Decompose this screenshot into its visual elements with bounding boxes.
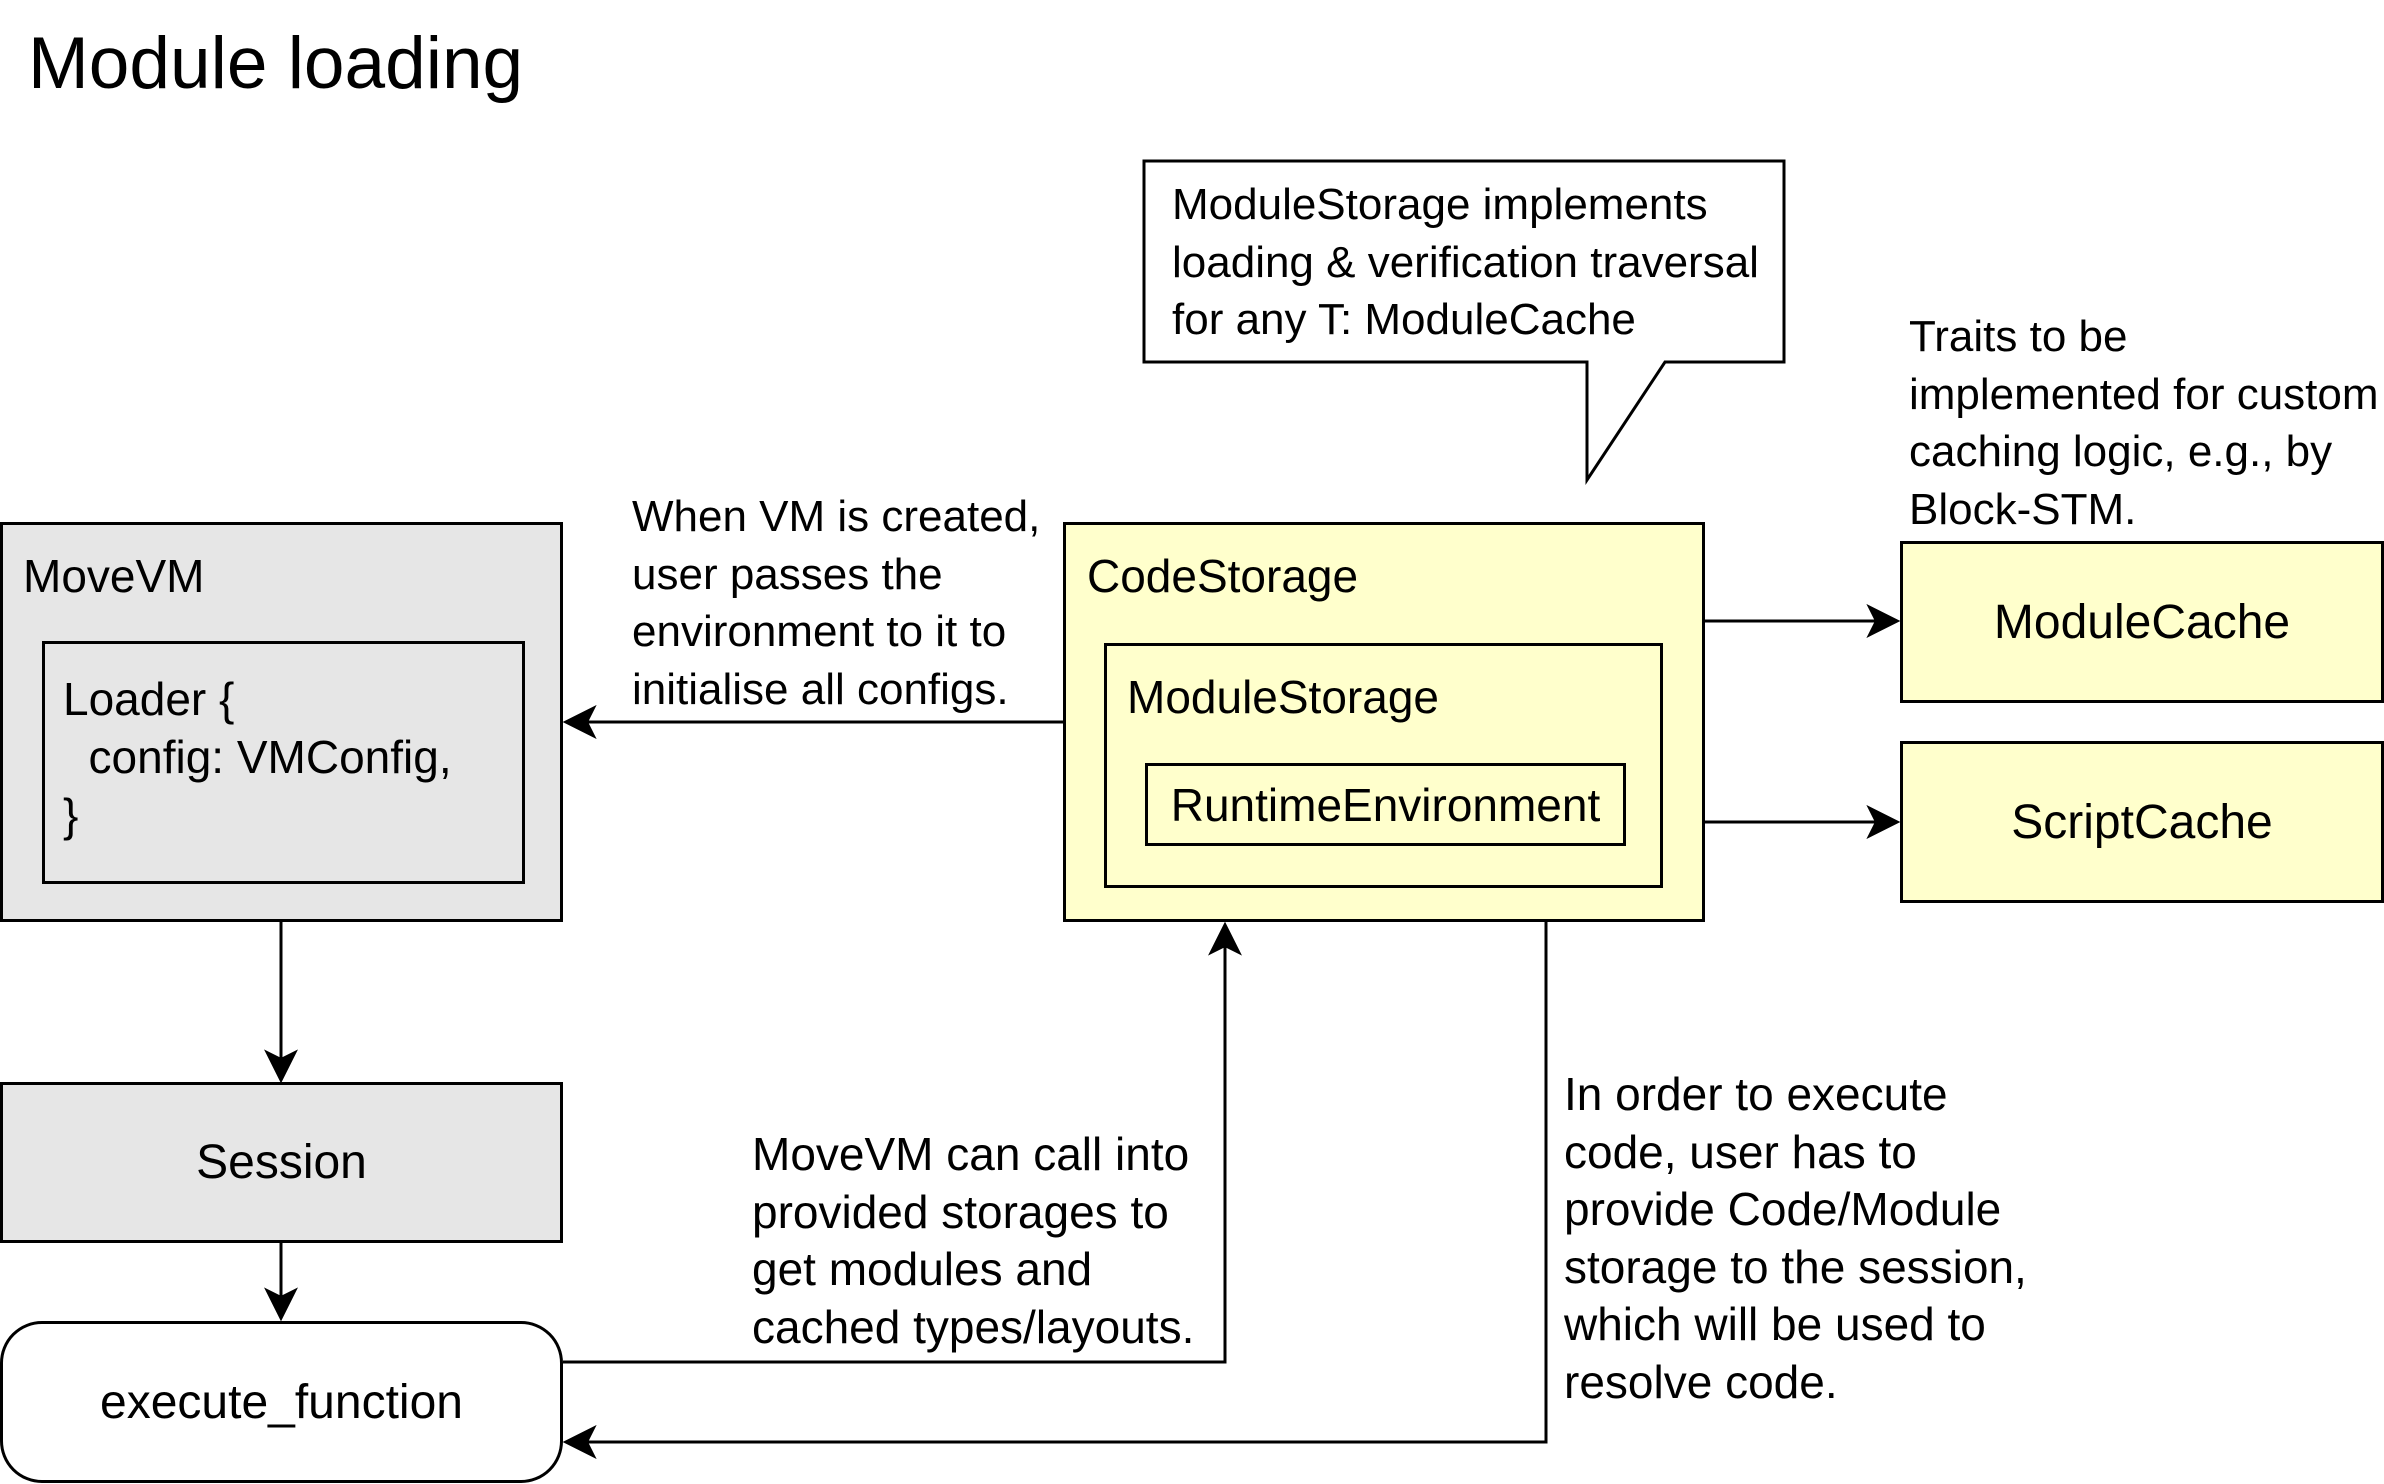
codestorage-label: CodeStorage [1087, 550, 1359, 602]
execute-order-line: storage to the session, [1564, 1240, 2027, 1293]
vm-created-line: initialise all configs. [632, 664, 1009, 714]
scriptcache-label: ScriptCache [2011, 795, 2273, 849]
movevm-call-note: MoveVM can call into provided storages t… [752, 1126, 1194, 1356]
arrow-execute-to-codestorage [563, 921, 1242, 1364]
arrow-codestorage-to-execute [562, 922, 1548, 1459]
execute-order-line: code, user has to [1564, 1125, 1917, 1178]
loader-line: } [63, 789, 79, 841]
vm-created-line: user passes the [632, 549, 943, 599]
traits-note: Traits to be implemented for custom cach… [1909, 308, 2379, 538]
movevm-call-line: MoveVM can call into [752, 1128, 1190, 1180]
vm-created-line: When VM is created, [632, 492, 1041, 541]
execute-order-line: In order to execute [1564, 1068, 1948, 1120]
modulecache-label: ModuleCache [1993, 595, 2291, 649]
runtime-environment-box: RuntimeEnvironment [1145, 763, 1626, 846]
modulestorage-label: ModuleStorage [1127, 671, 1439, 723]
modulecache-node: ModuleCache [1900, 541, 2384, 703]
loader-code: Loader { config: VMConfig, } [63, 670, 452, 844]
diagram-title: Module loading [28, 23, 524, 104]
execute-function-label: execute_function [100, 1375, 463, 1429]
movevm-node: MoveVM Loader { config: VMConfig, } [0, 522, 563, 922]
callout-line: ModuleStorage implements [1172, 180, 1708, 229]
loader-line: Loader { [63, 673, 235, 725]
scriptcache-node: ScriptCache [1900, 741, 2384, 903]
execute-order-note: In order to execute code, user has to pr… [1564, 1066, 2027, 1411]
callout-line: loading & verification traversal [1172, 237, 1759, 287]
execute-order-line: which will be used to [1564, 1298, 1986, 1350]
callout-shape [1142, 159, 1786, 485]
traits-line: Traits to be [1909, 312, 2128, 361]
loader-box: Loader { config: VMConfig, } [42, 641, 525, 884]
movevm-label: MoveVM [23, 550, 205, 602]
traits-line: implemented for custom [1909, 369, 2379, 419]
modulestorage-box: ModuleStorage RuntimeEnvironment [1104, 643, 1663, 888]
movevm-call-line: provided storages to [752, 1185, 1169, 1238]
vm-created-line: environment to it to [632, 607, 1007, 656]
traits-line: Block-STM. [1909, 484, 2137, 534]
loader-line: config: VMConfig, [63, 731, 452, 783]
traits-line: caching logic, e.g., by [1909, 427, 2333, 476]
callout-line: for any T: ModuleCache [1172, 295, 1636, 344]
movevm-call-line: cached types/layouts. [752, 1300, 1195, 1353]
codestorage-node: CodeStorage ModuleStorage RuntimeEnviron… [1063, 522, 1705, 922]
execute-function-node: execute_function [0, 1321, 563, 1483]
runtime-environment-label: RuntimeEnvironment [1170, 778, 1601, 831]
vm-created-note: When VM is created, user passes the envi… [632, 488, 1040, 718]
execute-order-line: provide Code/Module [1564, 1183, 2002, 1235]
session-label: Session [196, 1136, 367, 1189]
movevm-call-line: get modules and [752, 1243, 1093, 1295]
execute-order-line: resolve code. [1564, 1355, 1838, 1408]
callout-text: ModuleStorage implements loading & verif… [1172, 176, 1759, 349]
session-node: Session [0, 1082, 563, 1243]
